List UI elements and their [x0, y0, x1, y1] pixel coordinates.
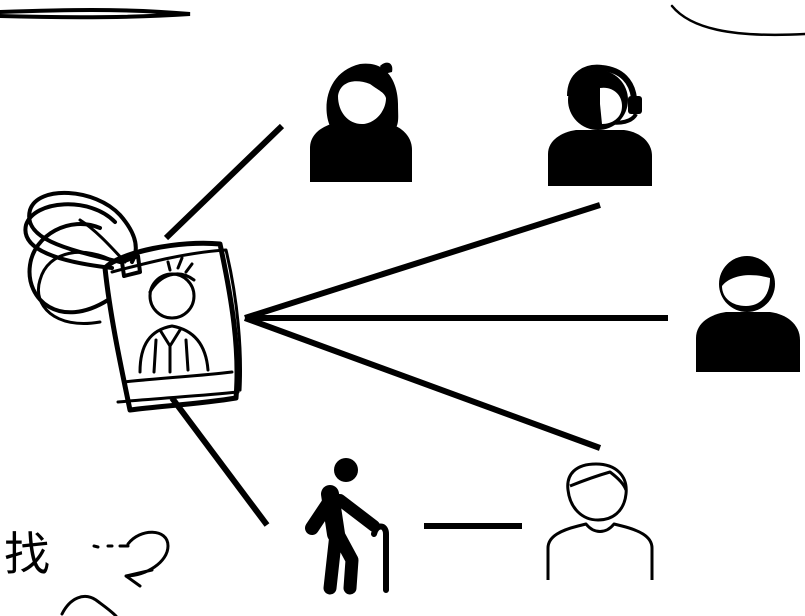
edge-badge-elderly — [172, 398, 267, 525]
top-left-scribble — [0, 10, 190, 17]
man-avatar-icon — [696, 256, 800, 372]
handwritten-annotation: 找 — [4, 527, 168, 616]
headset-agent-icon — [548, 68, 652, 186]
woman-avatar-icon — [310, 63, 412, 182]
handwritten-arrow — [126, 532, 168, 586]
id-badge-icon — [25, 193, 240, 410]
handwritten-text: 找 — [4, 527, 50, 581]
edge-badge-outline-person — [245, 318, 600, 448]
top-right-scribble — [672, 6, 805, 35]
edge-badge-woman — [166, 126, 282, 238]
outline-person-icon — [548, 464, 652, 580]
handwritten-curve — [62, 596, 116, 616]
edge-badge-agent — [245, 205, 600, 318]
handwritten-dots — [94, 546, 128, 547]
elderly-cane-icon — [312, 458, 386, 590]
